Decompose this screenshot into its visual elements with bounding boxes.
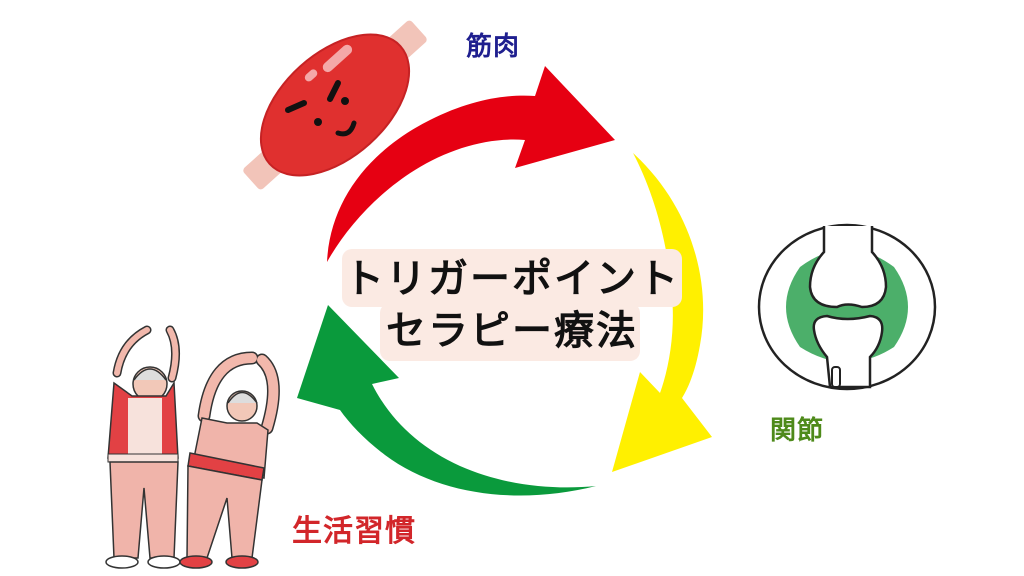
label-muscle: 筋肉 <box>466 32 521 62</box>
title-background-bottom <box>380 303 640 361</box>
title-line-2: セラピー療法 <box>386 308 638 354</box>
green-arrow <box>297 305 596 496</box>
yellow-arrow <box>612 153 712 472</box>
muscle-character-icon <box>243 20 427 190</box>
title-line-1: トリガーポイント <box>344 256 680 302</box>
label-lifestyle: 生活習慣 <box>292 514 416 549</box>
center-title-box: トリガーポイント セラピー療法 <box>342 249 682 361</box>
label-joint: 関節 <box>770 416 825 446</box>
elderly-stretching-icon <box>105 325 280 569</box>
title-background-top <box>342 249 682 307</box>
knee-joint-icon <box>757 223 937 391</box>
red-arrow <box>327 66 615 262</box>
